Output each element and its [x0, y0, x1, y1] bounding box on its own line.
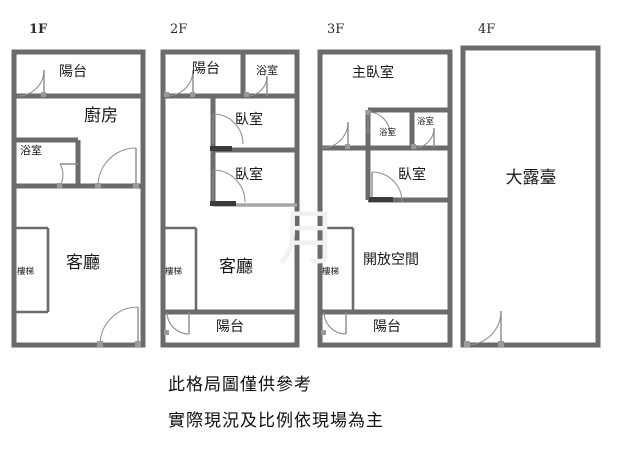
room-1f-stairs: 樓梯 — [17, 267, 35, 277]
room-2f-bedroom-2: 臥室 — [235, 167, 263, 183]
room-1f-kitchen: 廚房 — [84, 106, 118, 126]
floor-4f-outline — [460, 45, 601, 348]
room-2f-bedroom-1: 臥室 — [235, 112, 263, 128]
room-1f-bathroom: 浴室 — [20, 144, 42, 157]
floor-1f-interior-walls — [14, 93, 143, 314]
room-2f-balcony-bottom: 陽台 — [216, 319, 244, 335]
room-4f-large-terrace: 大露臺 — [505, 168, 557, 188]
disclaimer-line-1: 此格局圖僅供參考 — [168, 375, 312, 395]
floor-label-4f: 4F — [478, 22, 496, 37]
room-2f-bathroom: 浴室 — [256, 64, 278, 77]
floor-1f-outline — [11, 49, 146, 348]
floor-3f-interior-walls — [320, 107, 450, 315]
room-2f-balcony-top: 陽台 — [192, 61, 220, 77]
room-3f-stairs: 樓梯 — [322, 267, 340, 277]
room-3f-bathroom-1: 浴室 — [379, 128, 397, 138]
room-3f-bathroom-2: 浴室 — [417, 117, 435, 127]
floor-label-3f: 3F — [327, 22, 345, 37]
floor-3f-doors — [321, 110, 435, 335]
room-3f-master-bedroom: 主臥室 — [352, 65, 394, 81]
floor-2f-outline — [160, 49, 300, 348]
room-2f-stairs: 樓梯 — [165, 267, 183, 277]
floor-label-1f: 1F — [29, 22, 48, 37]
room-1f-balcony: 陽台 — [59, 64, 87, 80]
floor-1f-doors — [17, 69, 141, 347]
floor-label-2f: 2F — [170, 22, 188, 37]
room-3f-balcony: 陽台 — [373, 319, 401, 335]
room-3f-open-space: 開放空間 — [363, 252, 419, 268]
room-2f-living-room: 客廳 — [219, 257, 253, 277]
floor-2f-doors — [164, 69, 268, 335]
floor-4f-doors — [464, 310, 504, 347]
watermark: 月 — [278, 204, 338, 274]
room-1f-living-room: 客廳 — [66, 253, 100, 273]
disclaimer-line-2: 實際現況及比例依現場為主 — [168, 411, 384, 431]
room-3f-bedroom: 臥室 — [398, 167, 426, 183]
